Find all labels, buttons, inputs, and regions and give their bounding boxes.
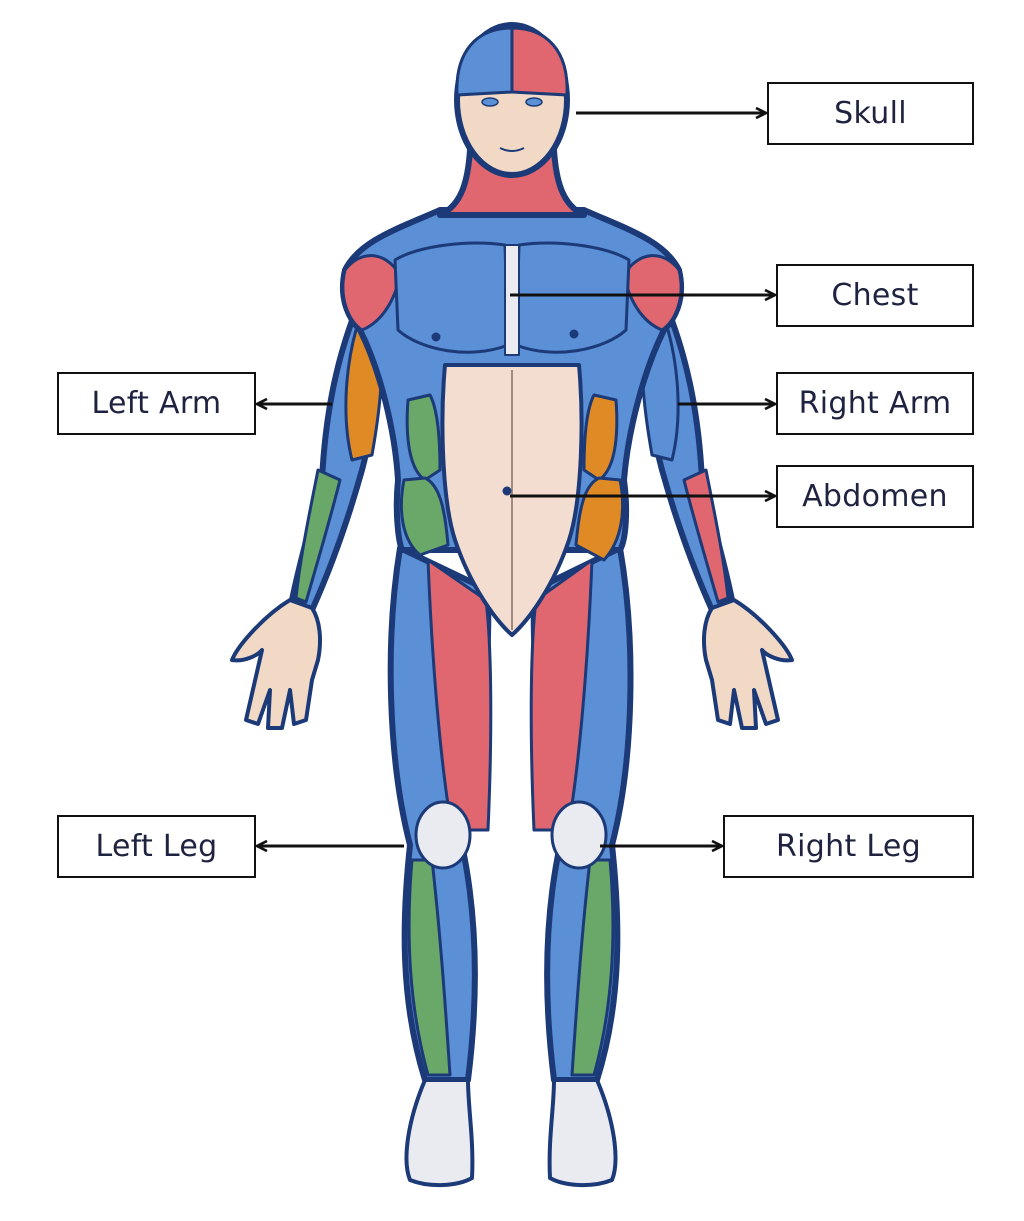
right-leg-illustration (529, 545, 634, 1188)
left-leg-illustration (387, 545, 493, 1188)
right-arm-label: Right Arm (776, 372, 974, 435)
left-arm-label: Left Arm (57, 372, 256, 435)
left-arm-illustration (230, 297, 395, 730)
right-leg-label: Right Leg (723, 815, 974, 878)
skull-label: Skull (767, 82, 974, 145)
abdomen-label: Abdomen (776, 465, 974, 528)
leader-lines (258, 113, 774, 846)
head-illustration (454, 22, 570, 178)
chest-label: Chest (776, 264, 974, 327)
human-body (230, 22, 794, 1188)
right-arm-illustration (629, 297, 794, 730)
neck-illustration (437, 147, 587, 218)
left-leg-label: Left Leg (57, 815, 256, 878)
